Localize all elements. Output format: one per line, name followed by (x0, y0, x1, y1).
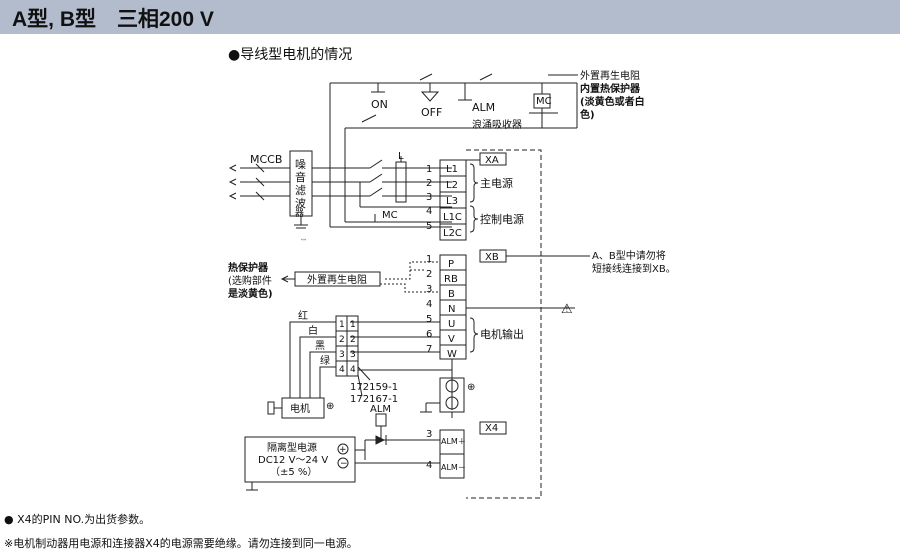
psu-minus-icon: − (340, 459, 348, 469)
footnote-power-isolation: ※电机制动器用电源和连接器X4的电源需要绝缘。请勿连接到同一电源。 (4, 537, 358, 550)
xb-pin-num: 7 (426, 344, 432, 355)
noise-filter-label: 噪音滤波器 (301, 238, 306, 241)
xb-pin-name: V (448, 334, 455, 345)
xa-connector: 1 L1 2 L2 3 L3 4 L1C 5 L2C (426, 164, 462, 239)
alm-contact-label: ALM (472, 101, 495, 114)
xb-note-line-2: 短接线连接到XB。 (592, 262, 676, 275)
xa-pin-name: L1 (446, 164, 458, 175)
page-title: A型, B型 三相200 V (12, 8, 214, 31)
reactor-label: L (398, 151, 404, 162)
ext-regen-box-label: 外置再生电阻 (307, 273, 367, 286)
iso-psu-voltage: DC12 V～24 V (258, 455, 328, 466)
noise-filter: 噪 音 滤 波 器 (295, 158, 306, 219)
x4-pin-num: 4 (426, 460, 432, 471)
noise-filter-char-1: 噪 (295, 158, 306, 171)
x4-pin-num: 3 (426, 429, 432, 440)
mccb-label: MCCB (250, 153, 282, 166)
x4-pin-name: ALM＋ (441, 437, 466, 446)
thermal-protector-note: 内置热保护器 (580, 82, 641, 95)
iso-psu-tolerance: （±5 %） (270, 466, 317, 478)
frame-ground-icon: ⊕ (467, 382, 475, 393)
plug-pin-right: 1 (350, 320, 356, 330)
mc-coil-label: MC (536, 96, 552, 107)
motor-plug: 1 1 2 2 3 3 4 4 (339, 320, 356, 375)
plug-pin-left: 2 (339, 335, 345, 345)
mc-contact-label: MC (382, 210, 398, 221)
plug-pin-right: 3 (350, 350, 356, 360)
xb-pin-name: P (448, 259, 454, 270)
noise-filter-char-3: 滤 (295, 184, 306, 197)
control-power-label: 控制电源 (480, 212, 524, 226)
xb-connector-label: XB (485, 252, 499, 263)
xb-pin-num: 4 (426, 299, 432, 310)
footnote-pin-number: ● X4的PIN NO.为出货参数。 (4, 513, 151, 526)
motor-ground-icon: ⊕ (326, 401, 334, 412)
motor-label: 电机 (290, 402, 310, 415)
wire-black-label: 黑 (315, 340, 325, 352)
xb-pin-name: W (447, 349, 457, 360)
iso-psu-label: 隔离型电源 (267, 441, 317, 454)
xa-pin-name: L2 (446, 180, 458, 191)
ext-regen-note: 外置再生电阻 (580, 69, 640, 82)
xa-pin-num: 5 (426, 221, 432, 232)
off-switch-label: OFF (421, 106, 442, 119)
optional-part-label: (选购部件 (228, 274, 272, 287)
xa-pin-num: 4 (426, 206, 432, 217)
wire-white-label: 白 (308, 324, 318, 337)
thermal-color-note: (淡黄色或者白 (580, 95, 645, 108)
plug-pin-left: 3 (339, 350, 345, 360)
wire-green-label: 绿 (320, 354, 330, 367)
xb-pin-name: U (448, 319, 455, 330)
xa-pin-name: L1C (443, 212, 462, 223)
plug-pin-left: 4 (339, 365, 345, 375)
x4-pin-name: ALM－ (441, 463, 466, 472)
alm-relay-label: ALM (370, 404, 391, 415)
xa-connector-label: XA (485, 155, 499, 166)
xb-pin-num: 2 (426, 269, 432, 280)
optional-part-color-label: 是淡黄色) (227, 287, 273, 300)
motor-output-label: 电机输出 (480, 327, 524, 341)
noise-filter-char-2: 音 (295, 170, 306, 184)
on-switch-label: ON (371, 98, 388, 111)
xa-pin-num: 1 (426, 164, 432, 175)
thermal-color-note-2: 色) (580, 108, 595, 121)
xb-connector: 1 P 2 RB 3 B 4 N 5 U 6 V 7 W (426, 254, 458, 360)
xb-pin-num: 6 (426, 329, 432, 340)
plug-pin-left: 1 (339, 320, 345, 330)
xb-pin-name: B (448, 289, 455, 300)
part-number-2: 172167-1 (350, 394, 398, 405)
xb-note-line-1: A、B型中请勿将 (592, 249, 666, 262)
x4-connector-label: X4 (485, 423, 498, 434)
xb-pin-num: 1 (426, 254, 432, 265)
xa-pin-name: L3 (446, 196, 458, 207)
wire-red-label: 红 (298, 309, 308, 322)
title-bar: A型, B型 三相200 V (0, 0, 900, 34)
surge-absorber-label: 浪涌吸收器 (472, 118, 522, 131)
warning-icon: ⚠ (561, 302, 573, 317)
main-power-label: 主电源 (480, 176, 513, 190)
noise-filter-char-5: 器 (295, 208, 304, 219)
xb-pin-name: RB (444, 274, 458, 285)
xb-pin-num: 3 (426, 284, 432, 295)
part-number-1: 172159-1 (350, 382, 398, 393)
xb-pin-num: 5 (426, 314, 432, 325)
plug-pin-right: 4 (350, 365, 356, 375)
noise-filter-char-4: 波 (295, 197, 306, 210)
thermal-protector-label: 热保护器 (228, 261, 269, 274)
psu-plus-icon: + (339, 445, 347, 455)
plug-pin-right: 2 (350, 335, 356, 345)
xa-pin-num: 3 (426, 192, 432, 203)
xa-pin-name: L2C (443, 228, 462, 239)
xa-pin-num: 2 (426, 178, 432, 189)
diagram-subtitle: ●导线型电机的情况 (228, 47, 353, 63)
xb-pin-name: N (448, 304, 455, 315)
